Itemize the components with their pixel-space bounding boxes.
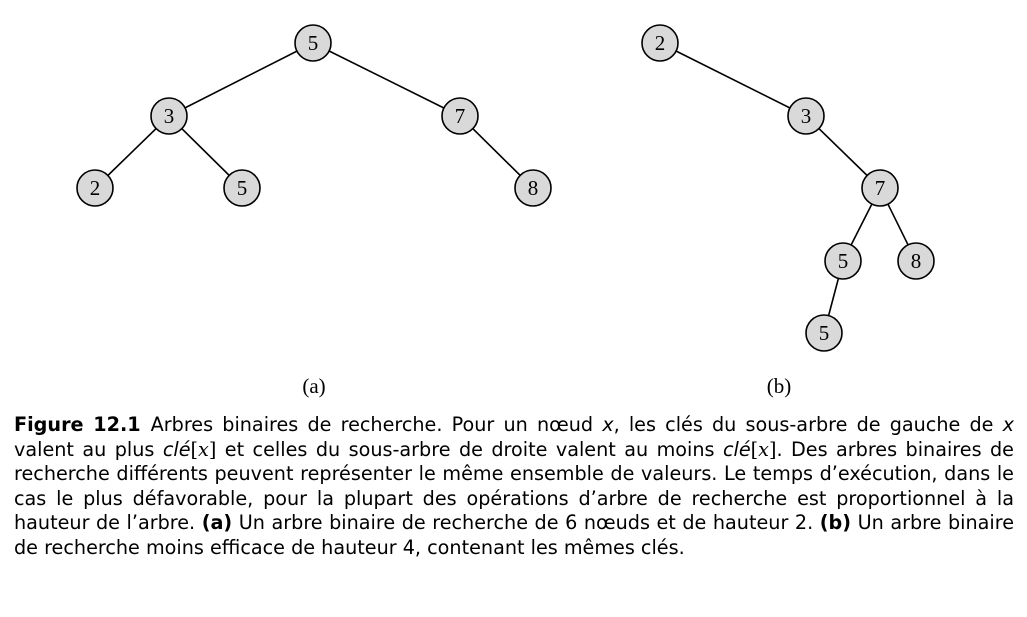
caption-variable: x [198, 437, 209, 461]
node-circle [787, 97, 825, 135]
edge-a5-a7 [312, 42, 461, 117]
node-key: 5 [237, 176, 248, 200]
caption-text: , les clés du sous-arbre de gauche de [613, 413, 1003, 436]
node-circle [150, 97, 188, 135]
caption-label-b: (b) [819, 511, 852, 535]
node-circle [514, 169, 552, 207]
node-circle [641, 24, 679, 62]
caption-bracket: [x] [751, 438, 777, 461]
node-key: 2 [655, 31, 666, 55]
subfigure-label-b: (b) [767, 374, 792, 398]
caption-variable: x [758, 437, 769, 461]
node-circle [824, 242, 862, 280]
bst-figure: 5 3 7 2 5 8 (a) [76, 24, 935, 398]
caption-text: valent au plus [14, 437, 163, 461]
subfigure-label-a: (a) [302, 374, 325, 398]
tree-node: 2 [641, 24, 679, 62]
edge-a5-a3 [168, 42, 314, 117]
tree-node: 8 [514, 169, 552, 207]
tree-node: 5 [824, 242, 862, 280]
node-circle [805, 314, 843, 352]
node-circle [223, 169, 261, 207]
tree-node: 7 [861, 169, 899, 207]
tree-node: 8 [897, 242, 935, 280]
node-key: 2 [90, 176, 101, 200]
node-circle [76, 169, 114, 207]
tree-node: 7 [441, 97, 479, 135]
edge-b2-b3 [659, 42, 807, 117]
node-key: 5 [819, 321, 830, 345]
caption-bracket: [x] [191, 438, 217, 461]
tree-node: 5 [223, 169, 261, 207]
caption-text: Un arbre binaire de recherche de 6 nœuds… [232, 511, 820, 535]
close-bracket: ] [768, 437, 777, 461]
tree-node: 3 [787, 97, 825, 135]
node-key: 8 [911, 249, 922, 273]
caption-key-function: clé [162, 437, 191, 461]
caption-variable: x [1002, 413, 1014, 436]
tree-node: 5 [294, 24, 332, 62]
node-key: 3 [801, 104, 812, 128]
figure-caption: Figure 12.1 Arbres binaires de recherche.… [14, 413, 1014, 561]
node-key: 7 [455, 104, 466, 128]
node-circle [294, 24, 332, 62]
open-bracket: [ [190, 437, 199, 461]
tree-node: 3 [150, 97, 188, 135]
caption-key-function: clé [722, 437, 751, 461]
caption-variable: x [602, 413, 614, 436]
caption-label-a: (a) [201, 511, 233, 535]
tree-node: 2 [76, 169, 114, 207]
node-circle [441, 97, 479, 135]
tree-b: 2 3 7 5 8 5 (b) [641, 24, 935, 398]
open-bracket: [ [750, 437, 759, 461]
node-key: 8 [528, 176, 539, 200]
node-circle [897, 242, 935, 280]
node-key: 5 [838, 249, 849, 273]
caption-text: . Des arbres binaires de recherche diffé… [14, 437, 1014, 535]
tree-a: 5 3 7 2 5 8 (a) [76, 24, 552, 398]
node-circle [861, 169, 899, 207]
caption-text: Arbres binaires de recherche. Pour un nœ… [150, 413, 603, 436]
figure-number: Figure 12.1 [14, 413, 141, 436]
tree-node: 5 [805, 314, 843, 352]
node-key: 5 [308, 31, 319, 55]
caption-text: Un arbre binaire de recherche moins effi… [14, 511, 1014, 559]
caption-text: et celles du sous-arbre de droite valent… [216, 437, 723, 461]
node-key: 3 [164, 104, 175, 128]
close-bracket: ] [208, 437, 217, 461]
node-key: 7 [875, 176, 886, 200]
